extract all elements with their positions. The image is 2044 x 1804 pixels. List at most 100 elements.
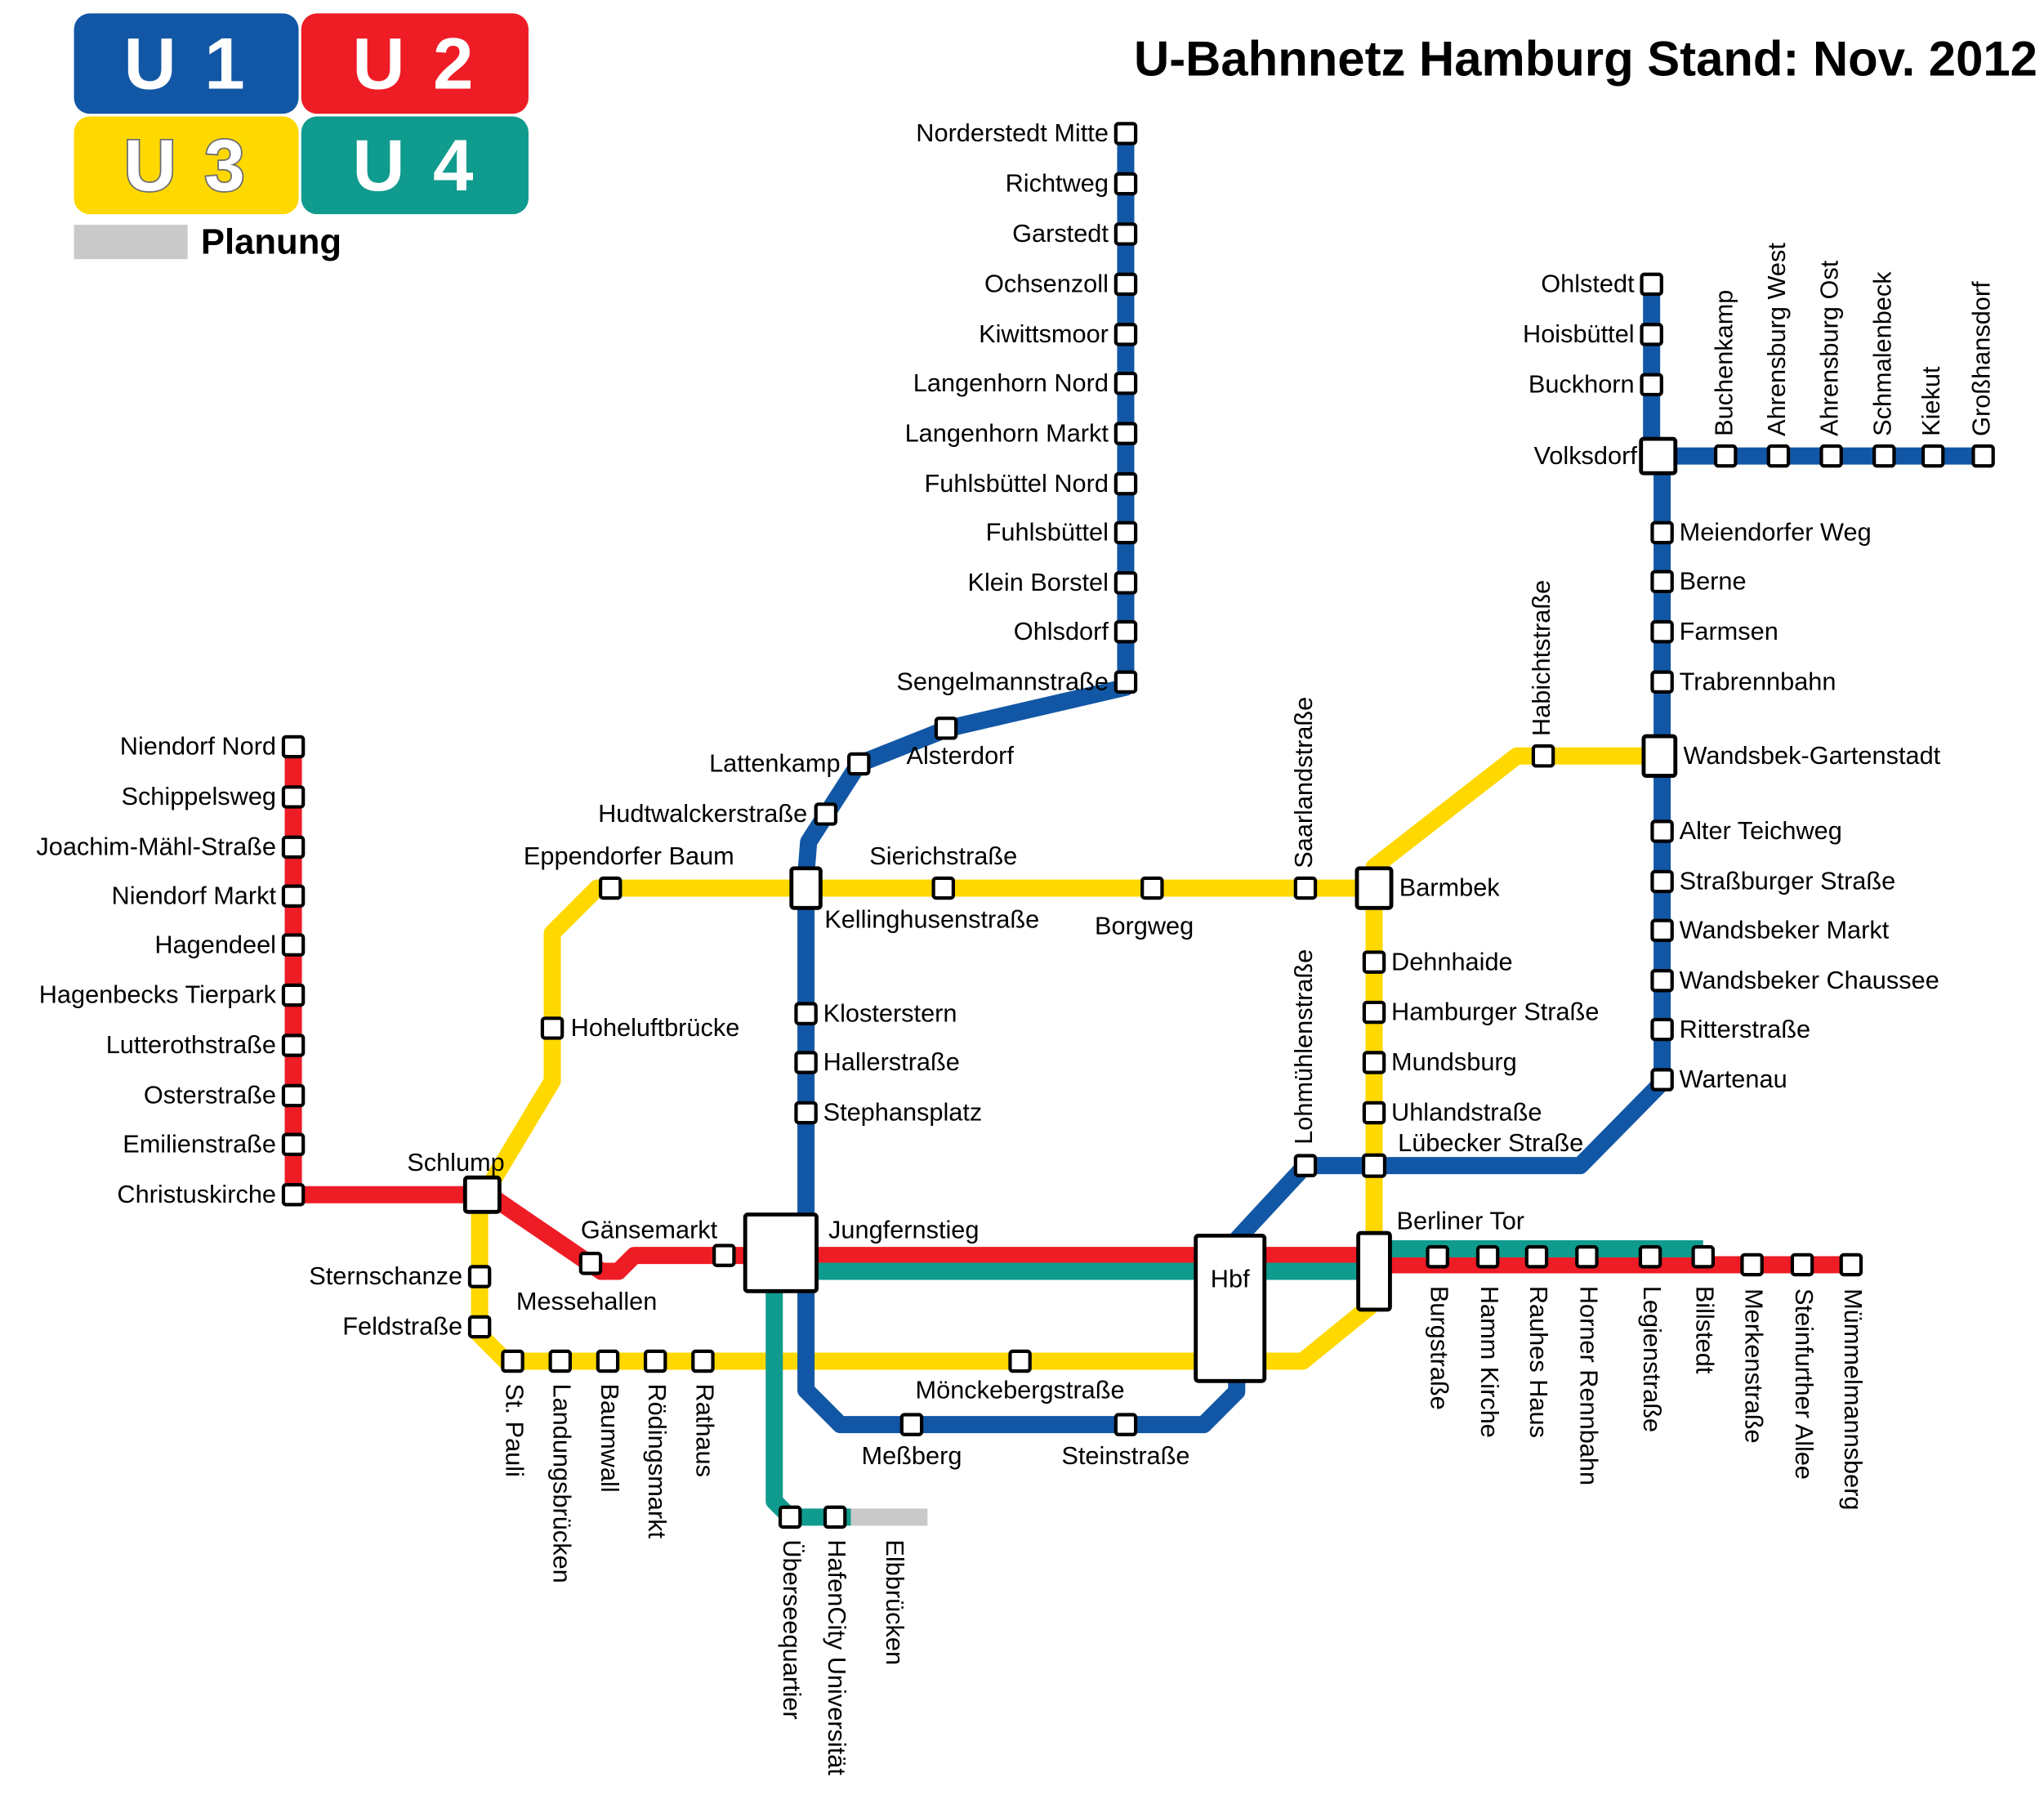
legend-u4-badge — [301, 116, 529, 215]
station-label-sengelmannstra-e: Sengelmannstraße — [896, 667, 1109, 695]
legend-u2-badge — [301, 13, 529, 114]
station-label-steinfurther-allee: Steinfurther Allee — [1790, 1288, 1819, 1480]
legend-planung-swatch — [74, 225, 188, 260]
station-label-ohlsdorf: Ohlsdorf — [1014, 617, 1109, 645]
station-gro-hansdorf — [1971, 444, 1995, 468]
station-label-hagendeel: Hagendeel — [154, 930, 276, 958]
station-label-klein-borstel: Klein Borstel — [967, 568, 1108, 596]
station-label-burgstra-e: Burgstraße — [1426, 1286, 1454, 1410]
labels-layer: Norderstedt MitteRichtwegGarstedtOchsenz… — [36, 118, 1995, 1775]
station-berliner-tor — [1356, 1230, 1392, 1312]
station-langenhorn-markt — [1113, 422, 1138, 445]
station-hamburger-stra-e — [1362, 1000, 1386, 1025]
station-label-uhlandstra-e: Uhlandstraße — [1391, 1098, 1542, 1127]
station-legienstra-e — [1638, 1245, 1662, 1269]
station-ritterstra-e — [1650, 1017, 1674, 1042]
station-m-nckebergstra-e — [1008, 1349, 1032, 1373]
station-habichtstra-e — [1531, 744, 1555, 768]
station-label-wandsbeker-markt: Wandsbeker Markt — [1680, 915, 1890, 944]
station-kiekut — [1921, 444, 1945, 468]
station-sierichstra-e — [931, 876, 956, 900]
station-label-landungsbr-cken: Landungsbrücken — [548, 1384, 577, 1583]
station-hagenbecks-tierpark — [281, 983, 306, 1007]
station-stephansplatz — [794, 1101, 818, 1125]
station-label-trabrennbahn: Trabrennbahn — [1680, 667, 1836, 695]
station-klein-borstel — [1113, 571, 1138, 595]
station-label-hbf: Hbf — [1211, 1264, 1250, 1293]
legend-u4-label: U 4 — [352, 124, 477, 206]
station-hoheluftbr-cke — [540, 1016, 565, 1040]
station-label-g-nsemarkt: Gänsemarkt — [581, 1216, 718, 1244]
station-label-sierichstra-e: Sierichstraße — [869, 842, 1017, 870]
station-label-rauhes-haus: Rauhes Haus — [1524, 1286, 1553, 1438]
station-norderstedt-mitte — [1113, 122, 1138, 145]
station-burgstra-e — [1426, 1245, 1449, 1269]
station-merkenstra-e — [1740, 1253, 1764, 1277]
station-label-schmalenbeck: Schmalenbeck — [1868, 271, 1896, 436]
station-label-borgweg: Borgweg — [1095, 912, 1194, 940]
station-niendorf-markt — [281, 884, 306, 908]
station-hallerstra-e — [794, 1051, 818, 1074]
station-label-ochsenzoll: Ochsenzoll — [984, 270, 1109, 298]
station-label-hafencity-universit-t: HafenCity Universität — [823, 1539, 851, 1775]
station-lattenkamp — [847, 752, 871, 776]
stations-layer — [281, 122, 1995, 1529]
station-steinfurther-allee — [1790, 1253, 1814, 1277]
station-label-rathaus: Rathaus — [690, 1384, 719, 1477]
station-label-berliner-tor: Berliner Tor — [1397, 1206, 1525, 1235]
station-l-becker-stra-e — [1361, 1153, 1387, 1178]
station-feldstra-e — [467, 1315, 492, 1339]
station-mundsburg — [1362, 1051, 1386, 1074]
station-label-richtweg: Richtweg — [1006, 169, 1109, 198]
station-rathaus — [691, 1349, 715, 1373]
legend-u3-label: U 3 — [124, 124, 249, 206]
station-messehallen — [578, 1252, 603, 1275]
station-lutterothstra-e — [281, 1034, 306, 1057]
station-label-ritterstra-e: Ritterstraße — [1680, 1015, 1810, 1043]
station-label-ohlstedt: Ohlstedt — [1541, 270, 1635, 298]
station-langenhorn-nord — [1113, 371, 1138, 395]
station-wandsbek-gartenstadt — [1641, 734, 1678, 778]
station-label-kellinghusenstra-e: Kellinghusenstraße — [824, 905, 1039, 934]
station-ochsenzoll — [1113, 272, 1138, 297]
legend-u1-label: U 1 — [124, 23, 249, 105]
station-label-alsterdorf: Alsterdorf — [906, 741, 1014, 770]
station-label-schippelsweg: Schippelsweg — [121, 782, 276, 810]
station-label-barmbek: Barmbek — [1399, 873, 1501, 902]
station-fuhlsb-ttel-nord — [1113, 471, 1138, 496]
station-label-hamm-kirche: Hamm Kirche — [1475, 1286, 1504, 1438]
station-steinstra-e — [1113, 1413, 1138, 1436]
station-label-stra-burger-stra-e: Straßburger Straße — [1680, 867, 1896, 895]
station-label-langenhorn-markt: Langenhorn Markt — [905, 418, 1109, 447]
station-hoisb-ttel — [1640, 323, 1663, 346]
legend-u2-label: U 2 — [352, 23, 477, 105]
station-label-messehallen: Messehallen — [516, 1287, 657, 1315]
station-ahrensburg-west — [1766, 444, 1791, 468]
station-label-osterstra-e: Osterstraße — [144, 1081, 276, 1110]
station-berne — [1650, 569, 1674, 594]
station-kellinghusenstra-e — [789, 866, 823, 910]
station-hamm-kirche — [1475, 1245, 1500, 1269]
station-label-steinstra-e: Steinstraße — [1061, 1441, 1189, 1470]
station-label-m-nckebergstra-e: Mönckebergstraße — [916, 1375, 1125, 1404]
station-horner-rennbahn — [1575, 1245, 1599, 1269]
station-label-me-berg: Meßberg — [861, 1441, 962, 1470]
station-label-elbbr-cken: Elbbrücken — [881, 1539, 909, 1665]
station-ohlsdorf — [1113, 620, 1138, 644]
station-wandsbeker-chaussee — [1650, 968, 1674, 993]
station-label-l-becker-stra-e: Lübecker Straße — [1398, 1128, 1583, 1157]
legend: U 1 U 2 U 3 U 4 Planung — [74, 13, 529, 262]
station-label-buckhorn: Buckhorn — [1529, 370, 1635, 399]
station-r-dingsmarkt — [643, 1349, 667, 1373]
station-alter-teichweg — [1650, 819, 1674, 843]
station-eppendorfer-baum — [598, 876, 623, 900]
station-label-legienstra-e: Legienstraße — [1638, 1286, 1667, 1432]
station-hudtwalckerstra-e — [814, 802, 838, 826]
station-ohlstedt — [1640, 272, 1663, 297]
station-garstedt — [1113, 222, 1138, 246]
station-label-emilienstra-e: Emilienstraße — [123, 1129, 276, 1158]
station-saarlandstra-e — [1293, 876, 1318, 900]
station-baumwall — [596, 1349, 620, 1373]
station-stra-burger-stra-e — [1650, 869, 1674, 894]
station-joachim-m-hl-stra-e — [281, 835, 306, 860]
